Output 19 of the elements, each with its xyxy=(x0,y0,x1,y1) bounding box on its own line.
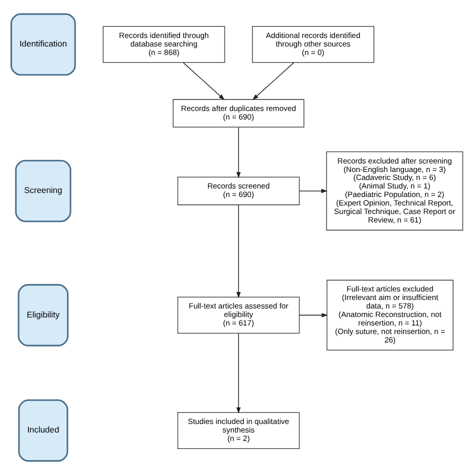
node-box: Screening xyxy=(15,159,72,222)
node-box: Additional records identified through other sources (n = 0) xyxy=(252,26,374,62)
node-box: Eligibility xyxy=(18,284,69,346)
node-box: Included xyxy=(18,398,68,462)
arrow xyxy=(236,332,241,414)
node-box: Studies included in qualitative synthesis (n = 2) xyxy=(177,412,300,448)
arrow xyxy=(299,312,328,317)
node-box: Full-text articles excluded (Irrelevant aim or insufficient data, n = 578) (Anatomic Reconstruction, not reinsertion, n = 11) (Only suture, not reinsertion, n = 26) xyxy=(326,279,454,350)
arrow xyxy=(236,126,241,178)
arrow xyxy=(299,188,328,193)
node-box: Identification xyxy=(10,12,76,76)
node-box: Records after duplicates removed (n = 690) xyxy=(172,98,304,128)
node-box: Records screened (n = 690) xyxy=(177,176,300,205)
arrow xyxy=(252,62,294,100)
node-box: Records identified through database searching (n = 868) xyxy=(102,26,226,62)
node-box: Records excluded after screening (Non-English language, n = 3) (Cadaveric Study, n = 6) (Animal Study, n = 1) (Paediatric Population, n = 2) (Expert Opinion, Technical Report, Surgical Technique, Case Report or Review, n = 61) xyxy=(326,150,464,230)
arrow xyxy=(182,62,225,100)
node-box: Full-text articles assessed for eligibility (n = 617) xyxy=(177,296,300,334)
arrow xyxy=(236,204,241,298)
